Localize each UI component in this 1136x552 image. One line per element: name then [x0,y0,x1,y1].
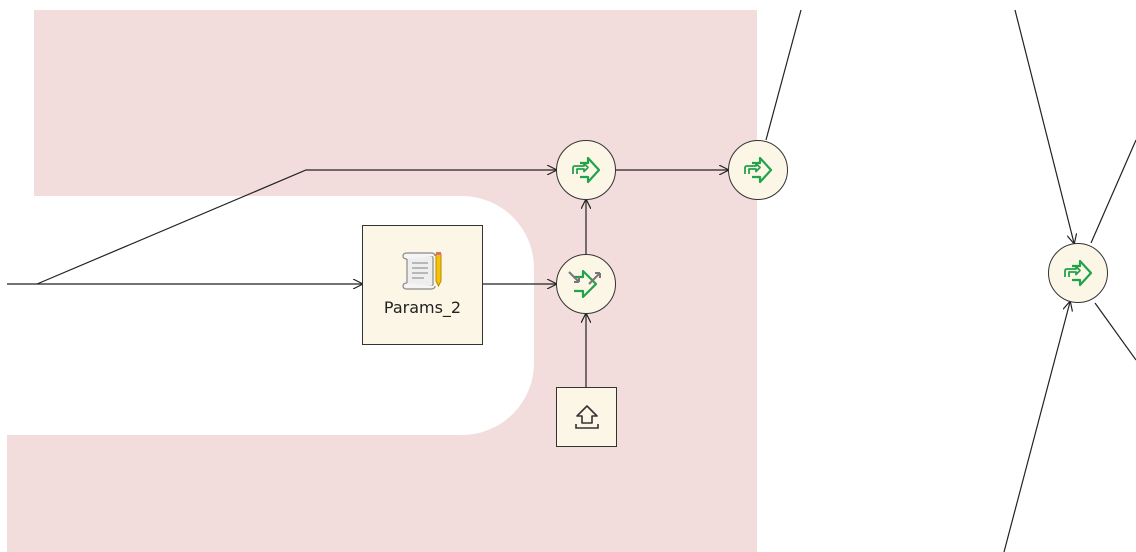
edge-top-to-far-node[interactable] [1014,9,1074,243]
edge-flow-right-up[interactable] [765,9,802,141]
edge-far-node-down-right[interactable] [1094,302,1136,361]
upload-node[interactable] [556,387,617,447]
arrow-right-flow-icon [744,156,773,184]
merge-node[interactable] [556,254,616,314]
arrow-right-flow-icon [572,156,601,184]
edge-bottom-to-far-node[interactable] [1003,302,1070,552]
params-node-label: Params_2 [383,298,462,317]
params-node[interactable]: Params_2 [362,225,483,345]
flow-node-top[interactable] [556,140,616,200]
upload-icon [574,405,599,429]
flow-node-far-right[interactable] [1048,243,1108,303]
arrow-right-flow-icon [1064,259,1093,287]
merge-arrows-icon [568,269,601,299]
script-document-icon [401,252,441,290]
flow-node-right[interactable] [728,140,788,200]
edge-input-to-flow-top[interactable] [36,170,556,285]
edge-far-node-up-right[interactable] [1090,139,1136,244]
